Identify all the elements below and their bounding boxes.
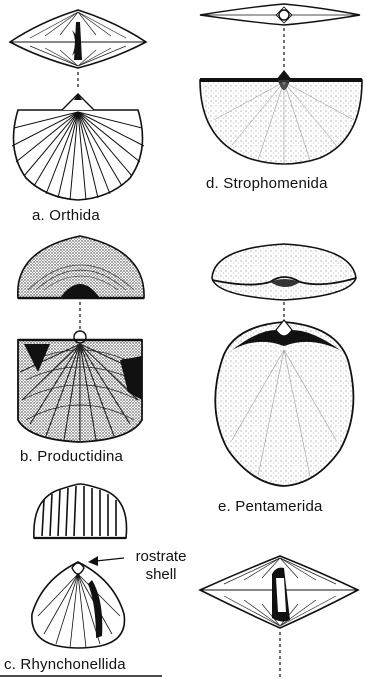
- label-productidina: b. Productidina: [20, 448, 123, 466]
- productidina-specimen: [18, 236, 144, 442]
- label-pentamerida: e. Pentamerida: [218, 498, 323, 516]
- unlabeled-specimen-bottom-right: [200, 556, 358, 679]
- strophomenida-dorsal-view: [200, 80, 362, 164]
- pentamerida-top-view: [212, 244, 356, 300]
- label-strophomenida: d. Strophomenida: [206, 175, 328, 193]
- label-orthida: a. Orthida: [32, 207, 100, 225]
- orthida-specimen: [10, 10, 146, 200]
- rhynchonellida-top-view: [34, 484, 127, 538]
- arrow-icon: [88, 556, 124, 566]
- annotation-line-1: rostrate: [130, 548, 192, 566]
- annotation-line-2: shell: [130, 566, 192, 584]
- pentamerida-specimen: [212, 244, 356, 486]
- strophomenida-specimen: [200, 4, 362, 165]
- annotation-rostrate-shell: rostrate shell: [130, 548, 192, 584]
- label-rhynchonellida: c. Rhynchonellida: [4, 656, 126, 674]
